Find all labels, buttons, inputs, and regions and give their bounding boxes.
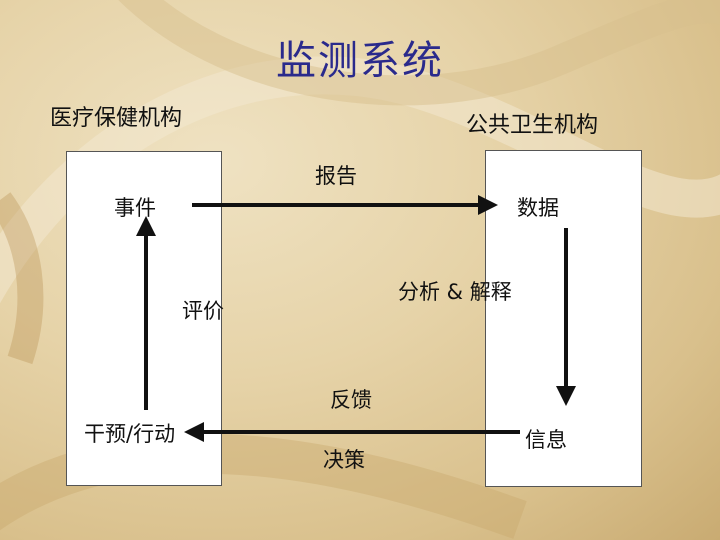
label-action: 干预/行动 [84, 418, 175, 448]
label-feedback: 反馈 [330, 384, 372, 414]
label-data: 数据 [517, 192, 559, 222]
label-analysis: 分析 & 解释 [398, 276, 512, 306]
label-decision: 决策 [323, 444, 365, 474]
label-report: 报告 [315, 160, 357, 190]
label-info: 信息 [525, 424, 567, 454]
label-evaluate: 评价 [182, 295, 224, 325]
label-event: 事件 [114, 192, 156, 222]
